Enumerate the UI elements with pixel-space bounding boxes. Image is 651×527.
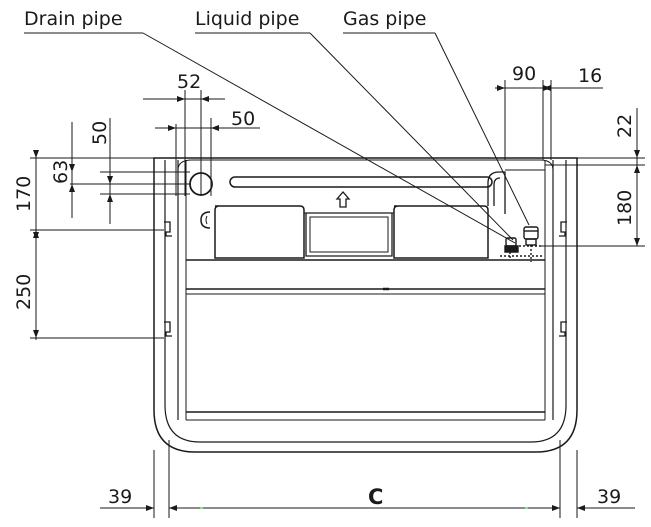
vent-panels: [200, 205, 489, 259]
dim-52: 52: [177, 71, 201, 93]
bottom-dimension-lines: [100, 440, 635, 518]
dim-c: C: [368, 485, 383, 509]
liquid-pipe-connector: [500, 237, 542, 260]
dim-180: 180: [614, 190, 636, 226]
dim-63: 63: [50, 160, 72, 184]
top-slot: [229, 176, 493, 188]
dim-22: 22: [614, 114, 636, 138]
mounting-hook-left: [164, 221, 172, 337]
liquid-pipe-label: Liquid pipe: [195, 8, 299, 30]
left-arrowheads: [33, 96, 219, 338]
callout-leaders: [24, 32, 530, 244]
right-arrowheads: [497, 85, 640, 246]
dim-50-horizontal: 50: [231, 108, 255, 130]
dim-16: 16: [578, 65, 602, 87]
left-dimension-lines: [30, 90, 260, 340]
dim-170: 170: [13, 176, 35, 212]
dim-39-left: 39: [108, 486, 132, 508]
bottom-arrowheads: [146, 505, 585, 511]
pipe-route: [487, 168, 546, 250]
dim-250: 250: [13, 274, 35, 310]
dim-90: 90: [512, 63, 536, 85]
dim-39-right: 39: [597, 486, 621, 508]
gas-pipe-connector: [515, 226, 541, 262]
unit-body: [153, 157, 578, 453]
up-arrow-icon: [335, 191, 351, 208]
gas-pipe-label: Gas pipe: [343, 8, 426, 30]
drain-pipe-label: Drain pipe: [24, 8, 123, 30]
dim-50-vertical: 50: [89, 121, 111, 145]
mounting-hook-right: [559, 221, 567, 337]
